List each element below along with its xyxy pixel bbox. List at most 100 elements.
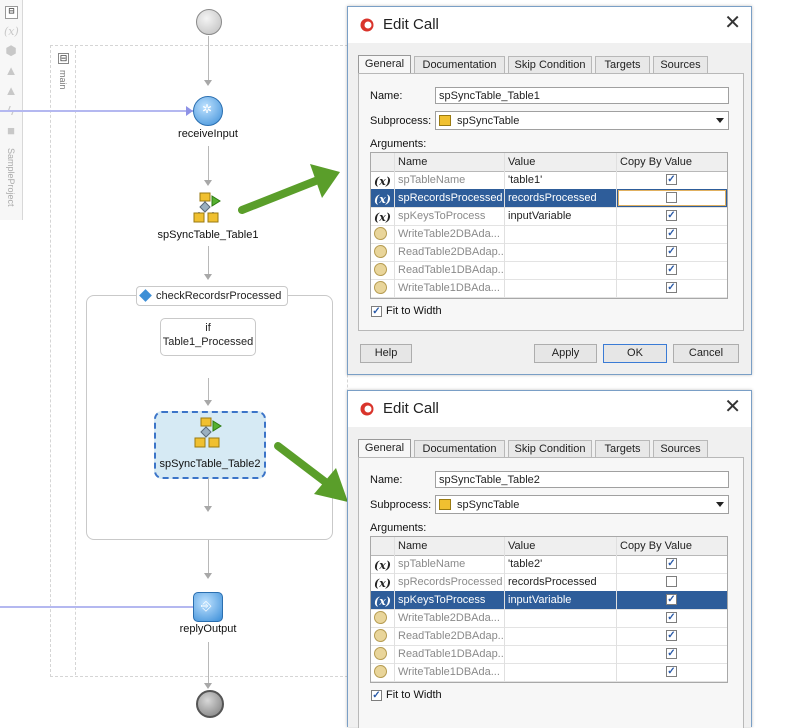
scope-collapse-button[interactable]: ⊟ <box>58 53 69 64</box>
reply-node[interactable]: ⎆ <box>193 592 223 622</box>
column-header-name[interactable]: Name <box>395 153 505 171</box>
table-row[interactable]: WriteTable1DBAda... ✓ <box>371 663 727 682</box>
tab-targets[interactable]: Targets <box>595 440 650 457</box>
apply-button[interactable]: Apply <box>534 344 597 363</box>
argument-value-cell[interactable] <box>505 609 617 627</box>
copy-by-value-checkbox[interactable]: ✓ <box>666 630 677 641</box>
palette-collapse-button[interactable]: ⊟ <box>5 6 18 19</box>
argument-value-cell[interactable] <box>505 663 617 681</box>
copy-by-value-checkbox[interactable]: ✓ <box>666 210 677 221</box>
table-row[interactable]: (x)spTableName'table1'✓ <box>371 171 727 190</box>
argument-value-cell[interactable]: inputVariable <box>505 591 617 609</box>
copy-by-value-checkbox[interactable]: ✓ <box>666 558 677 569</box>
start-node[interactable] <box>196 9 222 35</box>
receive-node[interactable]: ✲ <box>193 96 223 126</box>
tab-skip-condition[interactable]: Skip Condition <box>508 56 592 73</box>
table-row[interactable]: ReadTable1DBAdap... ✓ <box>371 645 727 664</box>
fit-to-width-checkbox[interactable]: ✓ <box>371 690 382 701</box>
argument-name-cell[interactable]: ReadTable1DBAdap... <box>395 645 505 663</box>
argument-name-cell[interactable]: ReadTable2DBAdap... <box>395 627 505 645</box>
table-row[interactable]: (x)spTableName'table2'✓ <box>371 555 727 574</box>
argument-name-cell[interactable]: WriteTable2DBAda... <box>395 225 505 243</box>
close-icon[interactable]: ✕ <box>724 12 741 34</box>
argument-name-cell[interactable]: spTableName <box>395 171 505 189</box>
copy-by-value-checkbox[interactable]: ✓ <box>666 648 677 659</box>
end-node[interactable] <box>196 690 224 718</box>
copy-by-value-checkbox[interactable]: ✓ <box>666 666 677 677</box>
table-row[interactable]: WriteTable2DBAda... ✓ <box>371 609 727 628</box>
copy-by-value-checkbox[interactable]: ✓ <box>666 594 677 605</box>
argument-name-cell[interactable]: spKeysToProcess <box>395 207 505 225</box>
tab-sources[interactable]: Sources <box>653 440 708 457</box>
argument-value-cell[interactable]: inputVariable <box>505 207 617 225</box>
copy-by-value-checkbox[interactable] <box>666 192 677 203</box>
argument-value-cell[interactable] <box>505 243 617 261</box>
table-row[interactable]: WriteTable1DBAda... ✓ <box>371 279 727 298</box>
close-icon[interactable]: ✕ <box>724 396 741 418</box>
copy-by-value-checkbox[interactable]: ✓ <box>666 282 677 293</box>
ok-button[interactable]: OK <box>603 344 667 363</box>
tab-targets[interactable]: Targets <box>595 56 650 73</box>
argument-name-cell[interactable]: ReadTable1DBAdap... <box>395 261 505 279</box>
cancel-button[interactable]: Cancel <box>673 344 739 363</box>
tab-general[interactable]: General <box>358 439 411 458</box>
call-node-2[interactable]: spSyncTable_Table2 <box>154 411 266 479</box>
tab-skip-condition[interactable]: Skip Condition <box>508 440 592 457</box>
copy-by-value-checkbox[interactable]: ✓ <box>666 612 677 623</box>
name-field[interactable]: spSyncTable_Table2 <box>435 471 729 488</box>
if-branch[interactable]: if Table1_Processed <box>160 318 256 356</box>
table-row[interactable]: ReadTable2DBAdap... ✓ <box>371 243 727 262</box>
argument-value-cell[interactable]: recordsProcessed <box>505 189 617 207</box>
tab-documentation[interactable]: Documentation <box>414 56 505 73</box>
switch-node[interactable]: checkRecordsrProcessed <box>136 286 289 306</box>
copy-by-value-checkbox[interactable]: ✓ <box>666 246 677 257</box>
row-icon-cell: (x) <box>371 207 395 225</box>
argument-name-cell[interactable]: spRecordsProcessed <box>395 573 505 591</box>
argument-value-cell[interactable]: 'table2' <box>505 555 617 573</box>
table-row[interactable]: WriteTable2DBAda... ✓ <box>371 225 727 244</box>
argument-name-cell[interactable]: spKeysToProcess <box>395 591 505 609</box>
argument-value-cell[interactable] <box>505 627 617 645</box>
column-header-copy-by-value[interactable]: Copy By Value <box>620 540 692 552</box>
tab-sources[interactable]: Sources <box>653 56 708 73</box>
argument-value-cell[interactable] <box>505 261 617 279</box>
column-header-value[interactable]: Value <box>505 153 617 171</box>
argument-value-cell[interactable] <box>505 645 617 663</box>
argument-value-cell[interactable]: 'table1' <box>505 171 617 189</box>
help-button[interactable]: Help <box>360 344 412 363</box>
argument-name-cell[interactable]: WriteTable1DBAda... <box>395 279 505 297</box>
copy-by-value-checkbox[interactable] <box>666 576 677 587</box>
name-field[interactable]: spSyncTable_Table1 <box>435 87 729 104</box>
argument-value-cell[interactable]: recordsProcessed <box>505 573 617 591</box>
warning-outline-icon[interactable]: ▲ <box>4 83 18 98</box>
fit-to-width-checkbox[interactable]: ✓ <box>371 306 382 317</box>
variable-icon[interactable]: (x) <box>4 25 19 38</box>
argument-name-cell[interactable]: spRecordsProcessed <box>395 189 505 207</box>
copy-by-value-checkbox[interactable]: ✓ <box>666 264 677 275</box>
argument-name-cell[interactable]: WriteTable1DBAda... <box>395 663 505 681</box>
table-row[interactable]: ReadTable1DBAdap... ✓ <box>371 261 727 280</box>
subprocess-select[interactable]: spSyncTable <box>435 495 729 514</box>
argument-value-cell[interactable] <box>505 225 617 243</box>
tab-documentation[interactable]: Documentation <box>414 440 505 457</box>
copy-by-value-checkbox[interactable]: ✓ <box>666 174 677 185</box>
column-header-value[interactable]: Value <box>505 537 617 555</box>
gear-icon[interactable]: ⬢ <box>5 43 17 58</box>
subprocess-select[interactable]: spSyncTable <box>435 111 729 130</box>
argument-name-cell[interactable]: spTableName <box>395 555 505 573</box>
column-header-copy-by-value[interactable]: Copy By Value <box>620 156 692 168</box>
square-icon[interactable]: ■ <box>7 123 15 138</box>
copy-by-value-checkbox[interactable]: ✓ <box>666 228 677 239</box>
warning-icon[interactable]: ▲ <box>4 63 18 78</box>
column-header-name[interactable]: Name <box>395 537 505 555</box>
tab-general[interactable]: General <box>358 55 411 74</box>
argument-name-cell[interactable]: WriteTable2DBAda... <box>395 609 505 627</box>
table-row[interactable]: ReadTable2DBAdap... ✓ <box>371 627 727 646</box>
argument-value-cell[interactable] <box>505 279 617 297</box>
call-node-1[interactable] <box>193 192 223 224</box>
argument-name-cell[interactable]: ReadTable2DBAdap... <box>395 243 505 261</box>
